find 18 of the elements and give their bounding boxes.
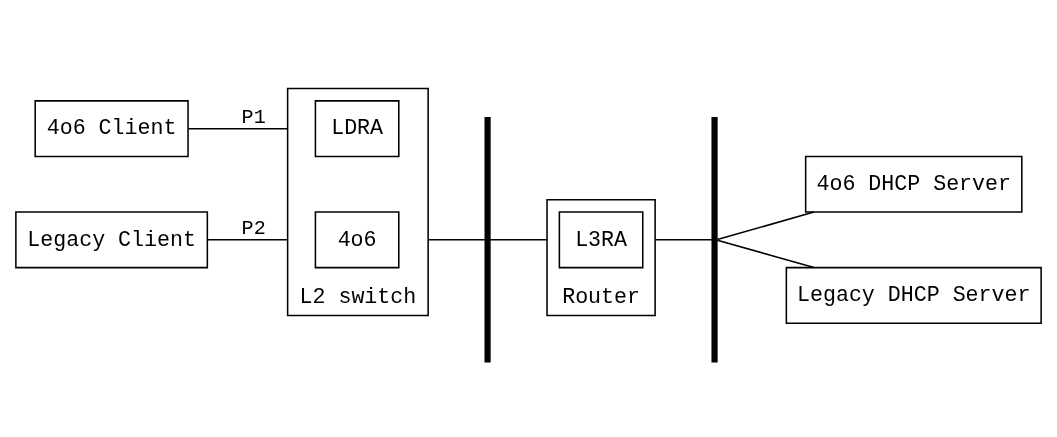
connector <box>716 210 815 240</box>
node-box: LDRA <box>314 99 400 157</box>
node-bar <box>711 116 718 363</box>
node-box: 4o6 <box>314 210 400 268</box>
node-box: L3RA <box>558 210 644 268</box>
edge-label: P2 <box>241 216 266 240</box>
node-box: 4o6 DHCP Server <box>804 155 1023 213</box>
connector <box>489 238 548 241</box>
connector <box>654 238 713 241</box>
connector <box>716 238 815 268</box>
connector <box>206 238 289 241</box>
connector <box>427 238 486 241</box>
connector <box>187 127 289 129</box>
node-bar <box>484 116 491 363</box>
node-box: Legacy Client <box>15 210 209 268</box>
edge-label: P1 <box>241 105 266 129</box>
node-box: 4o6 Client <box>34 99 189 157</box>
node-box: Legacy DHCP Server <box>785 266 1042 324</box>
